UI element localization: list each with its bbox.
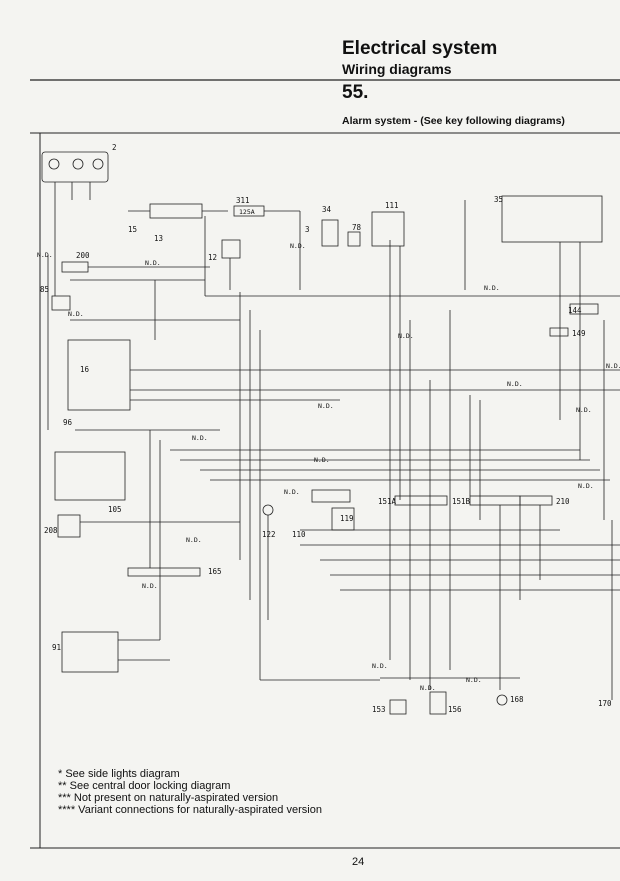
component-110-box xyxy=(311,489,351,503)
component-156-box xyxy=(429,691,447,715)
label-c210: 210 xyxy=(556,497,570,506)
component-35-box xyxy=(501,195,603,243)
label-c151b: 151B xyxy=(452,497,471,506)
wire-label-nd: N.D. xyxy=(290,242,306,250)
wire-label-nd: N.D. xyxy=(68,310,84,318)
label-c16: 16 xyxy=(80,365,90,374)
component-96-unit xyxy=(54,451,126,501)
label-c12: 12 xyxy=(208,253,217,262)
fuse-rating: 125A xyxy=(239,208,255,216)
wire-label-nd: N.D. xyxy=(37,251,53,259)
wire-label-nd: N.D. xyxy=(484,284,500,292)
label-c96: 96 xyxy=(63,418,73,427)
label-c35: 35 xyxy=(494,195,503,204)
component-13-battery xyxy=(149,203,203,219)
wire-label-nd: N.D. xyxy=(284,488,300,496)
component-165-strip xyxy=(127,567,201,577)
page-subtitle: Wiring diagrams xyxy=(342,61,452,77)
wire-label-nd: N.D. xyxy=(420,684,436,692)
component-2-box xyxy=(41,151,109,183)
label-c111: 111 xyxy=(385,201,399,210)
label-c168: 168 xyxy=(510,695,524,704)
wire-label-nd: N.D. xyxy=(192,434,208,442)
page-title: Electrical system xyxy=(342,38,498,59)
section-number: 55. xyxy=(342,82,369,103)
label-c91: 91 xyxy=(52,643,61,652)
label-c149: 149 xyxy=(572,329,586,338)
label-c153: 153 xyxy=(372,705,386,714)
footnote-3: *** Not present on naturally-aspirated v… xyxy=(58,792,279,804)
wire-label-nd: N.D. xyxy=(398,332,414,340)
component-210-block xyxy=(519,495,553,506)
label-c122: 122 xyxy=(262,530,276,539)
wire-label-nd: N.D. xyxy=(142,582,158,590)
component-208-box xyxy=(57,514,81,538)
footnote-1: * See side lights diagram xyxy=(58,768,180,780)
label-c200: 200 xyxy=(76,251,90,260)
label-c85: 85 xyxy=(40,285,49,294)
wire-label-nd: N.D. xyxy=(318,402,334,410)
footnote-2: ** See central door locking diagram xyxy=(58,780,231,792)
wire-label-nd: N.D. xyxy=(606,362,620,370)
component-78-box xyxy=(347,231,361,247)
label-c119: 119 xyxy=(340,514,354,523)
component-200-box xyxy=(61,261,89,273)
label-c151a: 151A xyxy=(378,497,397,506)
footnote-4: **** Variant connections for naturally-a… xyxy=(58,804,322,816)
wire-label-nd: N.D. xyxy=(372,662,388,670)
switch-icon xyxy=(48,158,60,170)
component-85-box xyxy=(51,295,71,311)
component-149-box xyxy=(549,327,569,337)
label-c170: 170 xyxy=(598,699,612,708)
label-c105: 105 xyxy=(108,505,122,514)
footnotes: * See side lights diagram ** See central… xyxy=(58,768,322,816)
component-122-icon xyxy=(262,504,274,516)
wire-label-nd: N.D. xyxy=(314,456,330,464)
label-c165: 165 xyxy=(208,567,222,576)
label-c110: 110 xyxy=(292,530,306,539)
label-c156: 156 xyxy=(448,705,462,714)
wire-label-nd: N.D. xyxy=(576,406,592,414)
label-c311: 311 xyxy=(236,196,250,205)
label-c2: 2 xyxy=(112,143,117,152)
component-12-relay xyxy=(221,239,241,259)
wire-label-nd: N.D. xyxy=(466,676,482,684)
component-111-box xyxy=(371,211,405,247)
wire-label-nd: N.D. xyxy=(507,380,523,388)
wire-label-nd: N.D. xyxy=(578,482,594,490)
label-c13: 13 xyxy=(154,234,163,243)
wire-label-nd: N.D. xyxy=(145,259,161,267)
label-c15: 15 xyxy=(128,225,137,234)
component-151b-block xyxy=(469,495,521,506)
component-151a-block xyxy=(394,495,448,506)
component-91-box xyxy=(61,631,119,673)
component-16-block xyxy=(67,339,131,411)
component-34-box xyxy=(321,219,339,247)
component-168-icon xyxy=(496,694,508,706)
label-c3: 3 xyxy=(305,225,310,234)
label-c144: 144 xyxy=(568,306,582,315)
page-number: 24 xyxy=(352,856,365,868)
label-c208: 208 xyxy=(44,526,58,535)
component-153-box xyxy=(389,699,407,715)
diagram-caption: Alarm system - (See key following diagra… xyxy=(342,115,565,127)
label-c78: 78 xyxy=(352,223,362,232)
label-c34: 34 xyxy=(322,205,332,214)
component-144-box xyxy=(569,303,599,315)
wire-label-nd: N.D. xyxy=(186,536,202,544)
